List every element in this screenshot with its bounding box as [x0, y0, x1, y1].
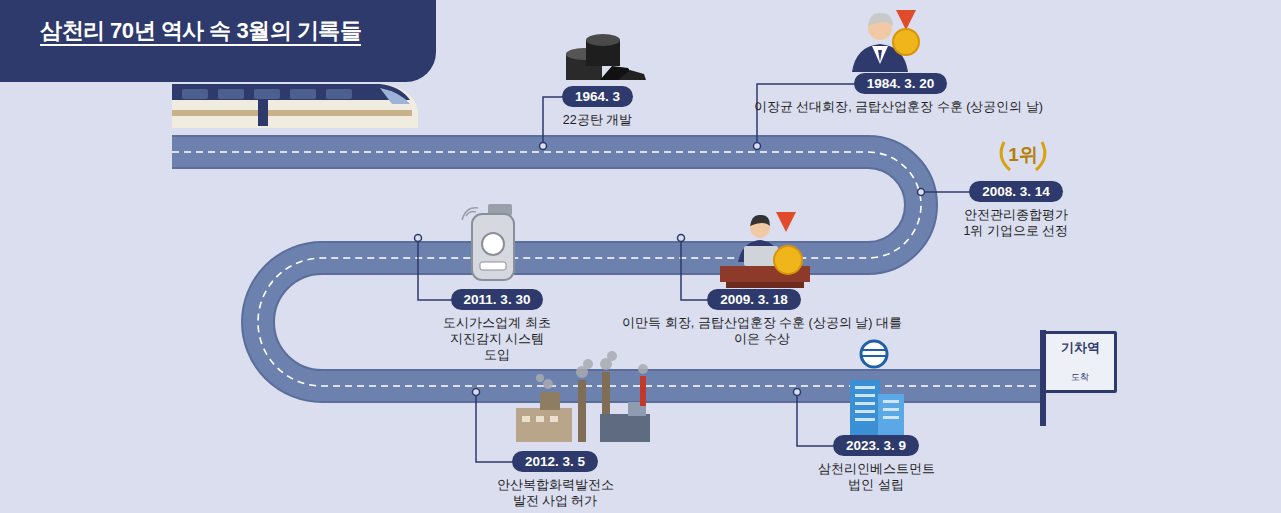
- chairman-with-medal: [852, 10, 919, 72]
- train: [172, 84, 418, 128]
- date-pill: 2011. 3. 30: [451, 289, 544, 310]
- event-description: 안산복합화력발전소 발전 사업 허가: [495, 477, 615, 509]
- event-description: 이장균 선대회장, 금탑산업훈장 수훈 (상공인의 날): [753, 99, 1043, 115]
- road-dots: [415, 143, 925, 396]
- date-pill: 2012. 3. 5: [512, 451, 598, 472]
- office-building: [850, 341, 904, 440]
- date-pill: 2009. 3. 18: [707, 289, 801, 310]
- leader-lines: [418, 84, 1010, 462]
- date-pill: 1964. 3: [562, 86, 633, 107]
- event-description: 이만득 회장, 금탑산업훈장 수훈 (상공의 날) 대를 이은 수상: [616, 315, 908, 347]
- date-pill: 1984. 3. 20: [854, 73, 948, 94]
- timeline-event: 2012. 3. 5 안산복합화력발전소 발전 사업 허가: [495, 451, 615, 509]
- sign-subtitle: 도착: [1050, 371, 1110, 384]
- seismic-sensor: [462, 204, 514, 280]
- title: 삼천리 70년 역사 속 3월의 기록들: [40, 16, 361, 46]
- timeline-event: 2011. 3. 30 도시가스업계 최초 지진감지 시스템 도입: [441, 289, 553, 363]
- road-edge: [172, 152, 1046, 386]
- timeline-event: 1984. 3. 20 이장균 선대회장, 금탑산업훈장 수훈 (상공인의 날): [755, 73, 1045, 115]
- road-centre-line: [172, 152, 1046, 386]
- event-description: 도시가스업계 최초 지진감지 시스템 도입: [441, 315, 553, 363]
- date-pill: 2023. 3. 9: [833, 435, 919, 456]
- timeline-event: 2023. 3. 9 삼천리인베스트먼트 법인 설립: [816, 435, 936, 493]
- event-description: 22공탄 개발: [561, 112, 633, 128]
- timeline-event: 2009. 3. 18이만득 회장, 금탑산업훈장 수훈 (상공의 날) 대를 …: [608, 289, 900, 347]
- station-sign: 기차역도착: [1043, 331, 1117, 393]
- power-plant: [516, 351, 650, 442]
- event-description: 안전관리종합평가 1위 기업으로 선정: [961, 207, 1071, 239]
- timeline-event: 2008. 3. 14 안전관리종합평가 1위 기업으로 선정: [961, 181, 1071, 239]
- rank-badge-text: 1위: [1008, 142, 1038, 168]
- first-place-laurel: [1001, 142, 1045, 170]
- event-description: 삼천리인베스트먼트 법인 설립: [816, 461, 936, 493]
- road: [172, 152, 1046, 386]
- timeline-event: 1964. 3 22공탄 개발: [561, 86, 633, 128]
- chairman-at-desk: [720, 212, 810, 288]
- sign-title: 기차역: [1050, 339, 1110, 371]
- date-pill: 2008. 3. 14: [969, 181, 1063, 202]
- coal-briquettes: [566, 34, 646, 80]
